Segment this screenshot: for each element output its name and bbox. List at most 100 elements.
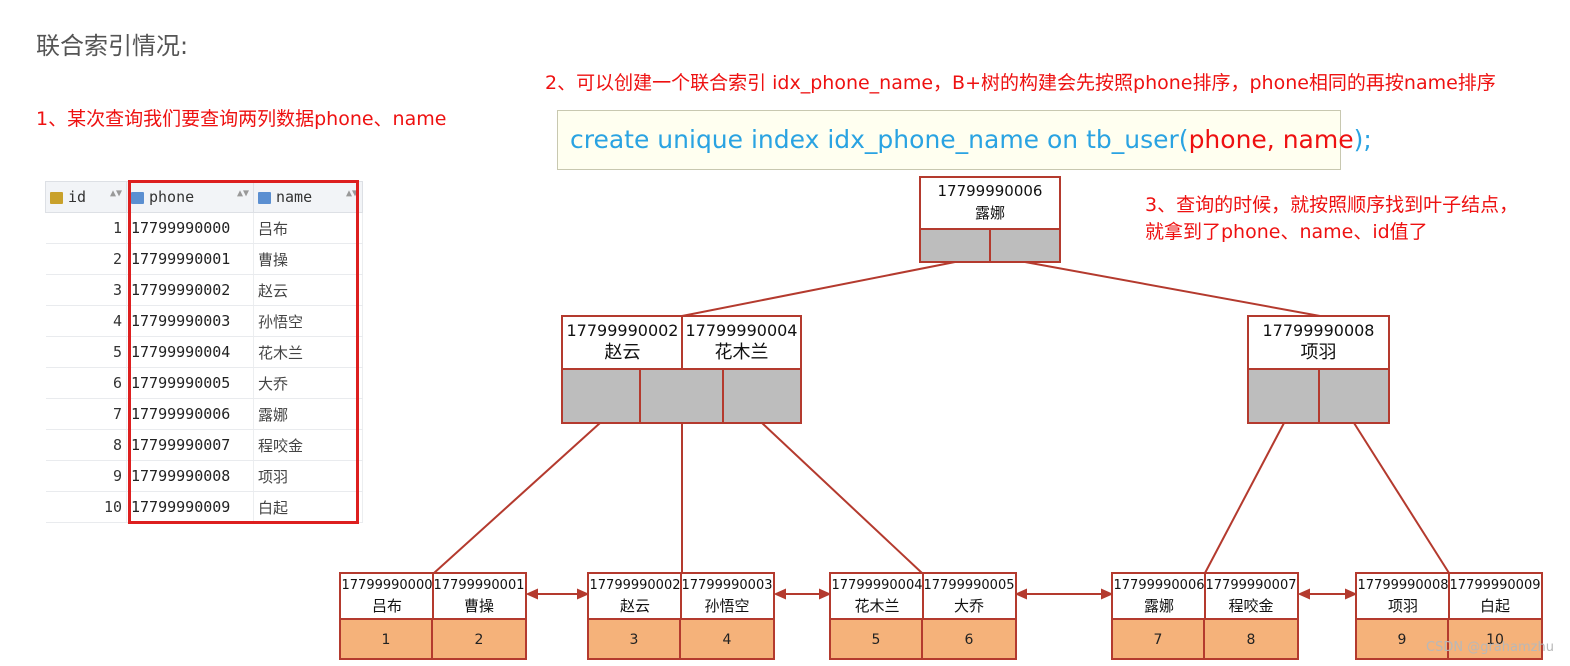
edge-root-left — [681, 261, 956, 317]
cell-name[interactable]: 曹操 — [253, 243, 363, 275]
key-divider — [681, 317, 683, 369]
cell-phone[interactable]: 17799990007 — [126, 429, 254, 461]
cell-name[interactable]: 程咬金 — [253, 429, 363, 461]
cell-phone[interactable]: 17799990008 — [126, 460, 254, 492]
cell-name[interactable]: 白起 — [253, 491, 363, 523]
cell-name[interactable]: 花木兰 — [253, 336, 363, 368]
key-column-icon — [50, 191, 63, 204]
leaf-row-data: 6 — [923, 618, 1015, 658]
note-step-3-line-2: 就拿到了phone、name、id值了 — [1145, 221, 1428, 243]
key-divider — [1204, 574, 1206, 618]
page-heading: 联合索引情况: — [36, 32, 189, 60]
leaf-row-data: 5 — [831, 618, 923, 658]
node-pointer — [991, 228, 1059, 261]
edge-left-leaf-3 — [761, 422, 923, 574]
cell-phone[interactable]: 17799990002 — [126, 274, 254, 306]
internal-node-right: 17799990008 项羽 — [1247, 315, 1390, 424]
cell-phone[interactable]: 17799990003 — [126, 305, 254, 337]
sql-columns: phone, name — [1188, 125, 1354, 154]
sort-icon[interactable]: ▲▼ — [345, 188, 358, 199]
key-divider — [922, 574, 924, 618]
cell-id[interactable]: 6 — [45, 367, 127, 399]
edge-left-leaf-1 — [433, 422, 601, 574]
cell-name[interactable]: 赵云 — [253, 274, 363, 306]
root-node: 17799990006 露娜 — [919, 176, 1061, 263]
note-step-2: 2、可以创建一个联合索引 idx_phone_name，B+树的构建会先按照ph… — [545, 72, 1496, 94]
internal-node-left: 17799990002 赵云 17799990004 花木兰 — [561, 315, 802, 424]
leaf-row-data: 8 — [1205, 618, 1297, 658]
sort-icon[interactable]: ▲▼ — [109, 188, 122, 199]
root-key: 17799990006 露娜 — [937, 182, 1043, 222]
cell-phone[interactable]: 17799990004 — [126, 336, 254, 368]
leaf-row-data: 3 — [589, 618, 681, 658]
node-pointer — [1249, 368, 1320, 422]
cell-id[interactable]: 1 — [45, 212, 127, 244]
node-pointer — [921, 228, 991, 261]
cell-name[interactable]: 露娜 — [253, 398, 363, 430]
leaf-row-data: 2 — [433, 618, 525, 658]
cell-id[interactable]: 4 — [45, 305, 127, 337]
cell-phone[interactable]: 17799990001 — [126, 243, 254, 275]
cell-id[interactable]: 8 — [45, 429, 127, 461]
internal-key: 17799990002 赵云 — [566, 321, 679, 363]
cell-name[interactable]: 吕布 — [253, 212, 363, 244]
cell-name[interactable]: 项羽 — [253, 460, 363, 492]
cell-name[interactable]: 大乔 — [253, 367, 363, 399]
node-pointer — [724, 368, 800, 422]
leaf-row-data: 1 — [341, 618, 433, 658]
note-step-1: 1、某次查询我们要查询两列数据phone、name — [36, 108, 447, 130]
edge-right-leaf-5 — [1353, 422, 1450, 574]
cell-id[interactable]: 2 — [45, 243, 127, 275]
leaf-row-data: 9 — [1357, 618, 1449, 658]
note-step-3-line-1: 3、查询的时候，就按照顺序找到叶子结点， — [1145, 194, 1519, 216]
note-step-3: 3、查询的时候，就按照顺序找到叶子结点， 就拿到了phone、name、id值了 — [1145, 192, 1518, 246]
cell-phone[interactable]: 17799990006 — [126, 398, 254, 430]
key-divider — [680, 574, 682, 618]
cell-phone[interactable]: 17799990005 — [126, 367, 254, 399]
watermark: CSDN @grahamzhu — [1426, 640, 1554, 655]
sort-icon[interactable]: ▲▼ — [236, 188, 249, 199]
cell-id[interactable]: 5 — [45, 336, 127, 368]
internal-key: 17799990004 花木兰 — [685, 321, 798, 363]
highlight-frame — [128, 180, 359, 524]
column-header-phone[interactable]: phone▲▼ — [126, 181, 254, 213]
cell-id[interactable]: 7 — [45, 398, 127, 430]
internal-key: 17799990008 项羽 — [1262, 321, 1375, 363]
column-icon — [131, 191, 144, 204]
node-pointer — [563, 368, 641, 422]
cell-name[interactable]: 孙悟空 — [253, 305, 363, 337]
column-icon — [258, 191, 271, 204]
column-header-id[interactable]: id▲▼ — [45, 181, 127, 213]
node-pointer — [641, 368, 724, 422]
cell-id[interactable]: 10 — [45, 491, 127, 523]
edge-root-right — [1024, 261, 1321, 317]
cell-id[interactable]: 3 — [45, 274, 127, 306]
cell-id[interactable]: 9 — [45, 460, 127, 492]
cell-phone[interactable]: 17799990000 — [126, 212, 254, 244]
node-pointer — [1320, 368, 1388, 422]
